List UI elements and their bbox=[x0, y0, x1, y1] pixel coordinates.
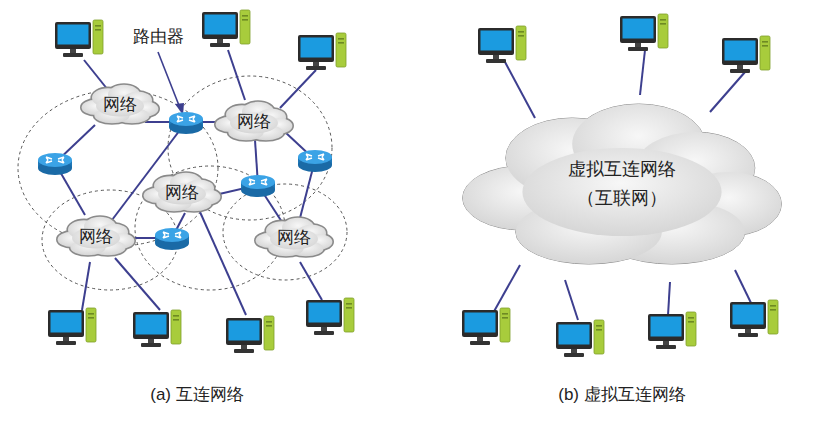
figure-caption: (a) 互连网络 bbox=[150, 383, 244, 406]
internet-cloud: 虚拟互连网络 （互联网） bbox=[456, 88, 788, 288]
router-label: 路由器 bbox=[133, 25, 184, 48]
network-cloud: 网络 bbox=[142, 169, 222, 217]
network-label: 网络 bbox=[79, 226, 113, 247]
network-label: 网络 bbox=[103, 94, 137, 115]
network-cloud: 网络 bbox=[254, 214, 334, 262]
network-label: 网络 bbox=[277, 227, 311, 248]
network-label: 网络 bbox=[237, 111, 271, 132]
network-cloud: 网络 bbox=[80, 81, 160, 129]
network-cloud: 网络 bbox=[214, 98, 294, 146]
network-cloud: 网络 bbox=[56, 213, 136, 261]
internet-label: 虚拟互连网络 （互联网） bbox=[563, 155, 681, 213]
figure-caption: (b) 虚拟互连网络 bbox=[558, 383, 686, 406]
network-label: 网络 bbox=[165, 182, 199, 203]
